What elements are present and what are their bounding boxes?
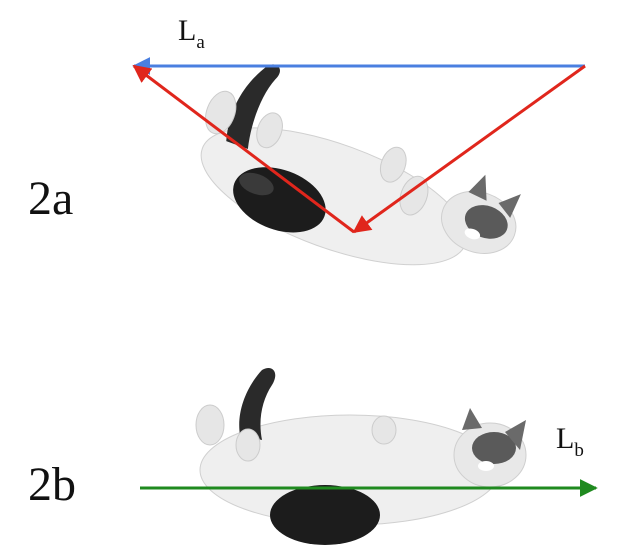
- red-arrow-right: [352, 64, 586, 234]
- vector-Lb-sub: b: [574, 440, 584, 461]
- cat-image-2b: [195, 367, 527, 545]
- panel-label-2b: 2b: [28, 458, 76, 511]
- panel-2b: Lb 2b: [28, 367, 598, 545]
- vector-La-sub: a: [196, 32, 205, 53]
- vector-Lb-main: L: [556, 422, 574, 455]
- vector-label-La: La: [178, 14, 205, 53]
- panel-label-2a: 2a: [28, 172, 73, 225]
- vector-label-Lb: Lb: [556, 422, 584, 461]
- cat-image-2a: [200, 64, 521, 266]
- red-arrow-left: [132, 64, 355, 234]
- vector-La-main: L: [178, 14, 196, 47]
- panel-2a: La 2a: [28, 14, 586, 266]
